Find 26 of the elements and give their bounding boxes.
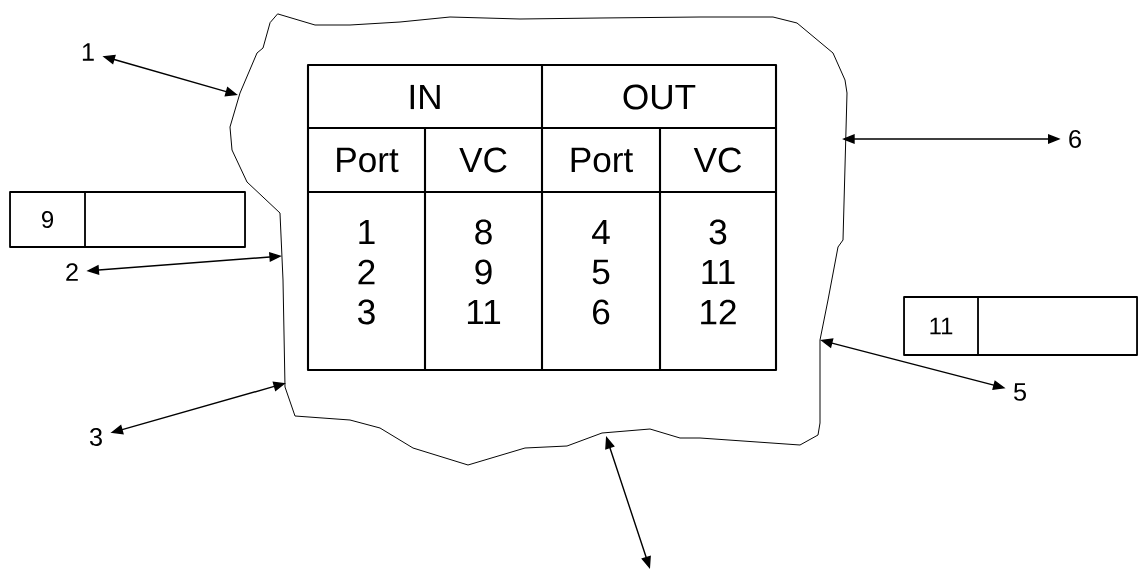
table-cell-text: IN — [410, 84, 440, 110]
port-number: 6 — [1069, 130, 1081, 148]
table-cell-text: 6 — [593, 299, 610, 325]
table-cell-text: 3 — [709, 219, 727, 245]
table-cell-text: 5 — [592, 259, 610, 285]
table-cell-text: VC — [459, 147, 507, 173]
packet-box: 11 — [903, 296, 1138, 356]
table-cell-text: 2 — [358, 259, 375, 285]
table-cell-text: 12 — [701, 299, 736, 325]
table-cell-text: OUT — [623, 84, 696, 110]
table-cell-text: VC — [693, 147, 742, 173]
port-number: 2 — [66, 263, 78, 281]
table-cell-text: Port — [337, 147, 399, 173]
table-cell-text: 1 — [359, 219, 375, 245]
table-cell-text: 9 — [475, 259, 492, 285]
packet-box: 9 — [9, 191, 246, 248]
port-number: 3 — [89, 428, 102, 446]
table-cell-text: 8 — [475, 219, 492, 245]
table-cell-text: 11 — [702, 259, 735, 285]
port-number: 1 — [82, 43, 94, 61]
table-cell-text: 3 — [358, 299, 375, 325]
blob-outline — [229, 13, 848, 466]
table-cell-text: 4 — [592, 219, 610, 245]
port-number: 5 — [1014, 383, 1026, 401]
table-cell-text: 11 — [467, 299, 501, 325]
table-cell-text: Port — [571, 147, 633, 173]
